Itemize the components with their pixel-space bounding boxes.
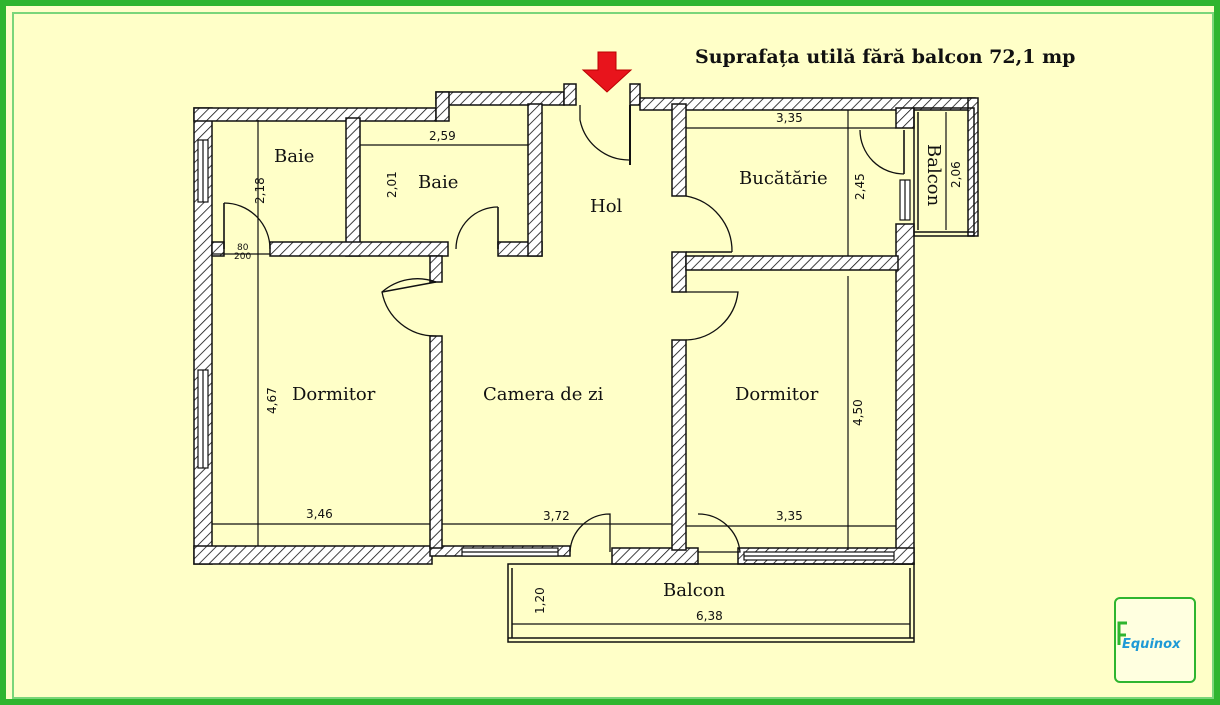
dim-baie-1-height: 2,18	[253, 177, 267, 204]
doors	[223, 105, 905, 553]
dim-baie-2-width: 2,59	[429, 129, 456, 143]
door-camera-balcon	[569, 513, 611, 553]
door-entrance	[579, 105, 631, 161]
dim-door-height: 200	[234, 252, 251, 262]
wall-bucatarie-bottom	[685, 255, 899, 271]
inner-border	[12, 12, 1214, 699]
door-dormitor-balcon	[697, 513, 741, 553]
wall-hol-right-upper	[671, 103, 687, 197]
wall-right-mid	[895, 223, 915, 565]
door-dormitor-left	[381, 278, 437, 337]
wall-top-entrance-right	[629, 83, 641, 106]
wall-top-left	[193, 107, 437, 122]
surface-title: Suprafața utilă fără balcon 72,1 mp	[695, 46, 1076, 68]
wall-hol-right-lower	[671, 251, 687, 293]
dim-balcon-bottom-depth: 1,20	[533, 587, 547, 614]
dim-door-width: 80	[237, 243, 249, 253]
dim-dormitor-right-width: 3,35	[776, 509, 803, 523]
wall-bottom-left	[193, 545, 433, 565]
label-bucatarie: Bucătărie	[739, 168, 828, 189]
label-camera-de-zi: Camera de zi	[483, 384, 604, 405]
label-balcon-side: Balcon	[923, 144, 944, 207]
label-hol: Hol	[590, 196, 623, 217]
dimension-lines	[212, 110, 947, 625]
dim-dormitor-left-height: 4,67	[265, 387, 279, 414]
balconies	[507, 107, 975, 643]
label-balcon-bottom: Balcon	[663, 580, 726, 601]
dim-dormitor-right-height: 4,50	[851, 399, 865, 426]
entrance-arrow-icon	[581, 51, 633, 93]
wall-right-upper	[895, 107, 915, 129]
dim-dormitor-left-width: 3,46	[306, 507, 333, 521]
door-balcon-side	[859, 129, 905, 175]
wall-baie-bottom	[269, 241, 449, 257]
wall-pillar-left	[429, 255, 443, 283]
equinox-logo-icon	[1117, 621, 1127, 645]
door-baie-1	[223, 202, 271, 250]
equinox-logo: Equinox	[1114, 597, 1196, 683]
wall-camera-left	[429, 335, 443, 549]
dim-bucatarie-width: 3,35	[776, 111, 803, 125]
dim-balcon-bottom-width: 6,38	[696, 609, 723, 623]
label-baie-1: Baie	[274, 146, 314, 167]
balcon-bottom-outline	[507, 563, 915, 643]
dim-balcon-side-height: 2,06	[949, 161, 963, 188]
windows	[197, 139, 911, 561]
dim-baie-2-height: 2,01	[385, 171, 399, 198]
wall-top-entrance-left	[563, 83, 577, 106]
dim-bucatarie-height: 2,45	[853, 173, 867, 200]
wall-camera-right	[671, 339, 687, 551]
wall-hol-left	[527, 103, 543, 257]
label-baie-2: Baie	[418, 172, 458, 193]
wall-baie-divider	[345, 117, 361, 257]
equinox-logo-text: Equinox	[1122, 637, 1181, 652]
door-baie-2	[455, 206, 499, 250]
wall-top-step	[435, 91, 565, 106]
dim-camera-width: 3,72	[543, 509, 570, 523]
door-bucatarie	[685, 195, 733, 253]
door-dormitor-right	[685, 291, 739, 341]
label-dormitor-left: Dormitor	[292, 384, 376, 405]
balcon-side-outline	[913, 107, 975, 237]
label-dormitor-right: Dormitor	[735, 384, 819, 405]
wall-balcony-right	[967, 97, 979, 237]
wall-top-step-v	[435, 91, 450, 122]
